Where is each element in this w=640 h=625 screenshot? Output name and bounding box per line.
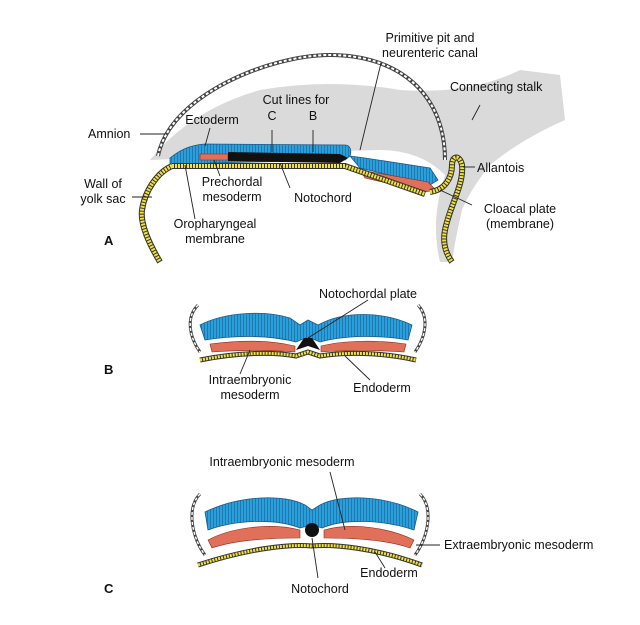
label-intraembryonic-b-1: Intraembryonic bbox=[209, 373, 292, 387]
notochord-shape bbox=[228, 152, 348, 163]
panel-a: Primitive pit and neurenteric canal Conn… bbox=[80, 31, 565, 264]
label-cut-b: B bbox=[309, 109, 317, 123]
label-intraembryonic-c: Intraembryonic mesoderm bbox=[209, 455, 354, 469]
label-endoderm-c: Endoderm bbox=[360, 566, 418, 580]
mesoderm-b-left bbox=[209, 340, 296, 353]
mesoderm-c-right bbox=[323, 526, 415, 549]
connecting-stalk-shape bbox=[150, 70, 565, 262]
label-endoderm-b: Endoderm bbox=[353, 381, 411, 395]
label-primitive-pit-2: neurenteric canal bbox=[382, 46, 478, 60]
label-cut-c: C bbox=[267, 109, 276, 123]
label-intraembryonic-b-2: mesoderm bbox=[220, 388, 279, 402]
label-wall-yolk-1: Wall of bbox=[84, 177, 122, 191]
label-cloacal-2: (membrane) bbox=[486, 217, 554, 231]
panel-b: Notochordal plate Intraembryonic mesoder… bbox=[104, 287, 427, 402]
label-ectoderm: Ectoderm bbox=[185, 113, 239, 127]
label-cut-lines: Cut lines for bbox=[263, 93, 330, 107]
label-prechordal-1: Prechordal bbox=[202, 175, 262, 189]
panel-letter-c: C bbox=[104, 581, 114, 596]
prechordal-mesoderm-shape bbox=[199, 153, 229, 161]
mesoderm-b-right bbox=[320, 340, 407, 353]
ectoderm-b-shape bbox=[199, 312, 413, 343]
panel-letter-b: B bbox=[104, 362, 113, 377]
label-oropharyngeal-2: membrane bbox=[185, 232, 245, 246]
label-extraembryonic-c: Extraembryonic mesoderm bbox=[444, 538, 593, 552]
notochordal-plate-shape bbox=[296, 338, 320, 350]
label-amnion: Amnion bbox=[88, 127, 130, 141]
label-wall-yolk-2: yolk sac bbox=[80, 192, 125, 206]
label-connecting-stalk: Connecting stalk bbox=[450, 80, 543, 94]
label-notochord-c: Notochord bbox=[291, 582, 349, 596]
label-cloacal-1: Cloacal plate bbox=[484, 202, 556, 216]
notochord-c-shape bbox=[305, 523, 319, 537]
label-oropharyngeal-1: Oropharyngeal bbox=[174, 217, 257, 231]
label-prechordal-2: mesoderm bbox=[202, 190, 261, 204]
label-allantois: Allantois bbox=[477, 161, 524, 175]
label-notochordal-plate: Notochordal plate bbox=[319, 287, 417, 301]
label-primitive-pit-1: Primitive pit and bbox=[386, 31, 475, 45]
mesoderm-c-left bbox=[207, 526, 301, 549]
panel-c: Intraembryonic mesoderm Extraembryonic m… bbox=[104, 455, 593, 596]
label-notochord-a: Notochord bbox=[294, 191, 352, 205]
ectoderm-c-shape bbox=[204, 497, 419, 531]
panel-letter-a: A bbox=[104, 233, 114, 248]
